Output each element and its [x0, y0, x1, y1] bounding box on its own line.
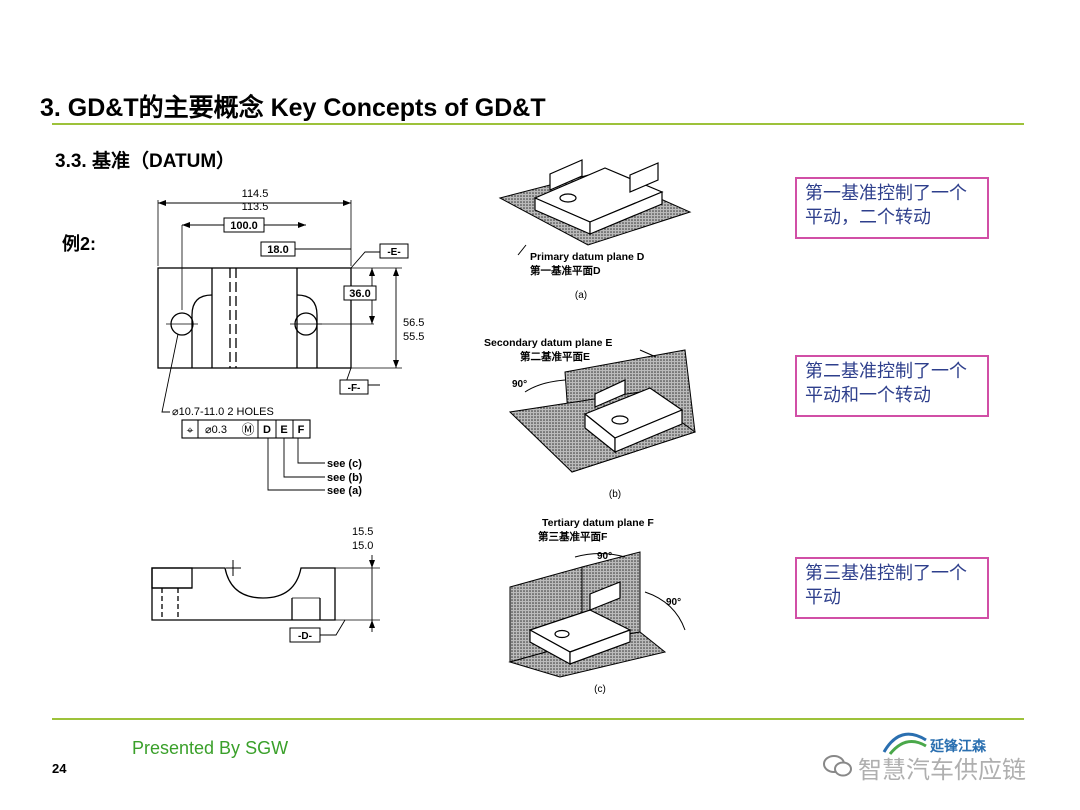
- figure-b-angle: 90°: [512, 379, 527, 390]
- see-label-b: see (b): [327, 472, 363, 484]
- datum-e-label: -E-: [387, 247, 400, 258]
- example-label: 例2:: [62, 234, 97, 254]
- footer-divider: [52, 718, 1024, 720]
- datum-f-label: -F-: [348, 383, 361, 394]
- figure-c-label-en: Tertiary datum plane F: [542, 517, 654, 529]
- page-number: 24: [52, 761, 67, 776]
- dim-thickness-min: 15.0: [352, 540, 373, 552]
- see-label-c: see (c): [327, 458, 362, 470]
- slide-title: 3. GD&T的主要概念 Key Concepts of GD&T: [40, 94, 546, 122]
- note-secondary-datum: 第二基准控制了一个平动和一个转动: [795, 355, 989, 417]
- figure-b-label-en: Secondary datum plane E: [484, 337, 612, 349]
- figure-c-tertiary-datum: Tertiary datum plane F 第三基准平面F 90° 90° (…: [508, 517, 686, 695]
- figure-c-angle-1: 90°: [597, 551, 612, 562]
- figure-a-label-en: Primary datum plane D: [530, 251, 645, 263]
- fcf-ref-e: E: [280, 424, 287, 436]
- presenter-credit: Presented By SGW: [132, 738, 289, 758]
- hole-callout: ⌀10.7-11.0 2 HOLES: [172, 406, 274, 418]
- title-divider: [52, 123, 1024, 125]
- figure-c-label-cn: 第三基准平面F: [538, 530, 608, 543]
- fcf-tolerance: ⌀0.3: [205, 424, 227, 436]
- engineering-drawing-side: 15.5 15.0 -D-: [151, 526, 380, 643]
- figure-b-caption: (b): [609, 489, 621, 500]
- datum-d-label: -D-: [298, 631, 312, 642]
- fcf-ref-f: F: [298, 424, 305, 436]
- section-title: 3.3. 基准（DATUM）: [55, 151, 236, 172]
- engineering-drawing-front: 114.5 113.5 100.0 18.0 36.0 56.5 55.5 -E…: [157, 188, 424, 497]
- dim-overall-max: 114.5: [242, 188, 269, 200]
- position-symbol-icon: ⌖: [187, 423, 194, 437]
- see-label-a: see (a): [327, 485, 362, 497]
- figure-c-caption: (c): [594, 684, 606, 695]
- brand-logo-text: 延锋江森: [930, 738, 986, 754]
- fcf-ref-d: D: [263, 424, 271, 436]
- dim-height-min: 55.5: [403, 331, 424, 343]
- dim-edge-offset: 18.0: [267, 244, 288, 256]
- note-tertiary-datum: 第三基准控制了一个平动: [795, 557, 989, 619]
- feature-control-frame: ⌖ ⌀0.3 Ⓜ D E F: [181, 419, 311, 439]
- watermark-text: 智慧汽车供应链: [858, 757, 1026, 784]
- figure-b-secondary-datum: Secondary datum plane E 第二基准平面E 90° (b): [484, 337, 697, 500]
- figure-a-caption: (a): [575, 290, 587, 301]
- figure-a-label-cn: 第一基准平面D: [530, 264, 601, 277]
- figure-b-label-cn: 第二基准平面E: [520, 350, 590, 363]
- figure-c-angle-2: 90°: [666, 597, 681, 608]
- dim-hole-spacing: 100.0: [230, 220, 258, 232]
- dim-thickness-max: 15.5: [352, 526, 373, 538]
- mmc-modifier-icon: Ⓜ: [241, 422, 254, 437]
- figure-a-primary-datum: Primary datum plane D 第一基准平面D (a): [498, 159, 692, 301]
- dim-height-max: 56.5: [403, 317, 424, 329]
- dim-overall-min: 113.5: [242, 201, 269, 213]
- note-primary-datum: 第一基准控制了一个平动，二个转动: [795, 177, 989, 239]
- brand-logo-icon: [882, 732, 927, 755]
- wechat-icon: [823, 755, 852, 777]
- dim-height-basic: 36.0: [349, 288, 370, 300]
